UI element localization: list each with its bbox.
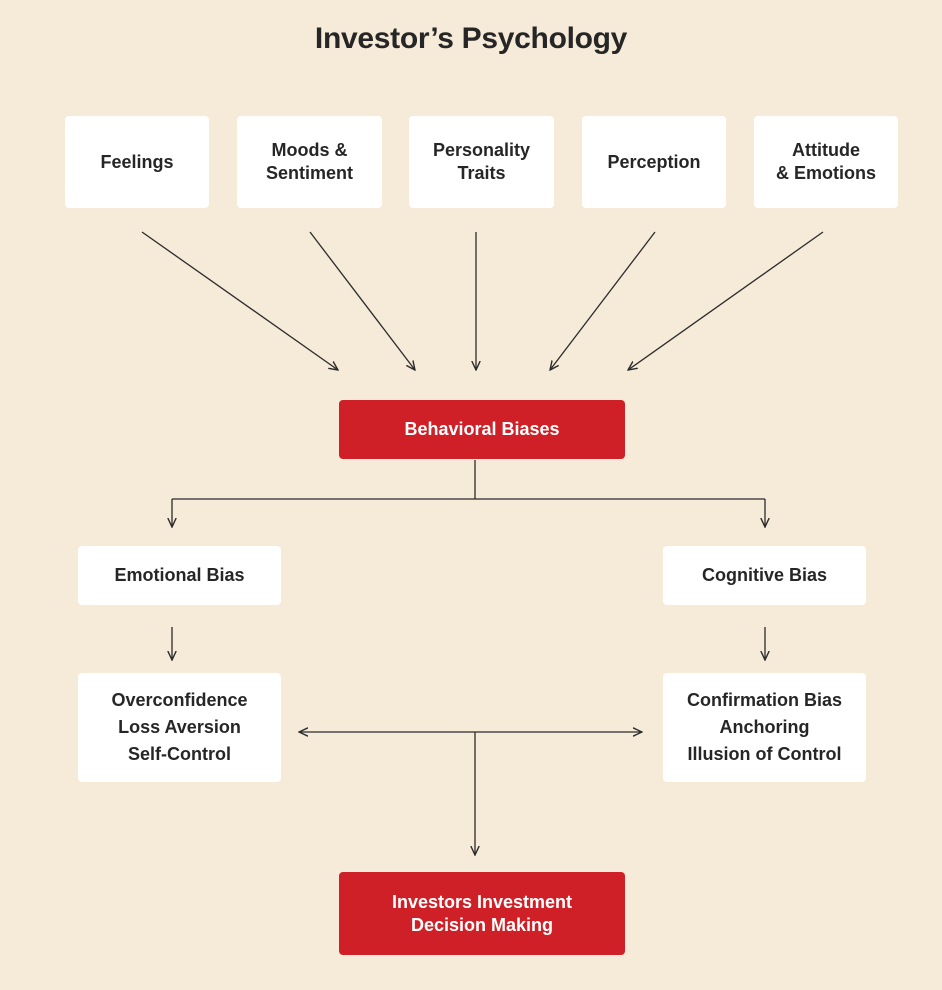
factor-feelings: Feelings [65,116,209,208]
factor-moods-sentiment: Moods & Sentiment [237,116,382,208]
emotional-bias-examples: Overconfidence Loss Aversion Self-Contro… [78,673,281,782]
emotional-bias-box: Emotional Bias [78,546,281,605]
cognitive-bias-box: Cognitive Bias [663,546,866,605]
arrow-perception [550,231,656,370]
investment-decision-box: Investors Investment Decision Making [339,872,625,955]
cognitive-bias-examples: Confirmation Bias Anchoring Illusion of … [663,673,866,782]
diagram-title: Investor’s Psychology [314,22,628,55]
factor-perception: Perception [582,116,726,208]
arrow-feelings [141,231,338,370]
behavioral-biases-box: Behavioral Biases [339,400,625,459]
arrow-moods [309,231,415,370]
arrow-attitude [628,231,824,370]
factor-personality-traits: Personality Traits [409,116,554,208]
factor-attitude-emotions: Attitude & Emotions [754,116,898,208]
